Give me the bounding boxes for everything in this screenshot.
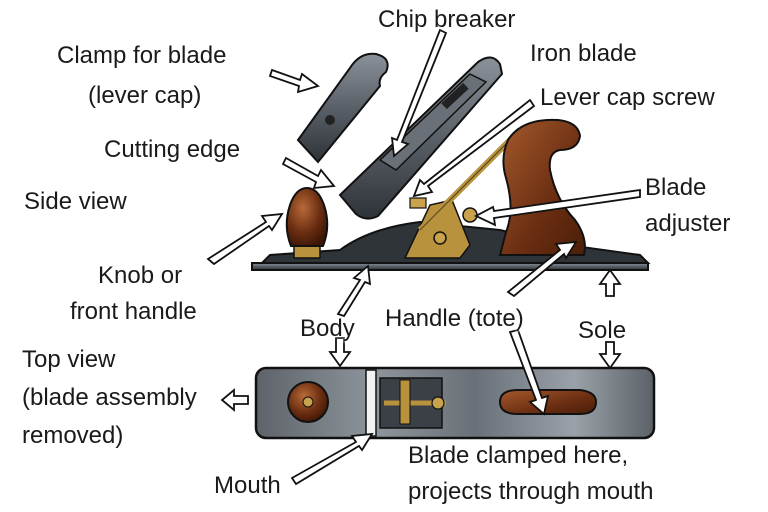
label-blade: Blade: [645, 174, 707, 201]
arrow-top-view: [220, 388, 249, 412]
label-front-handle: front handle: [70, 298, 197, 325]
arrow-blade-adjuster: [473, 188, 641, 227]
arrow-knob: [206, 212, 284, 266]
arrow-handle-tote-down: [508, 328, 550, 416]
label-mouth: Mouth: [214, 472, 281, 499]
lever-cap-part: [296, 52, 389, 164]
label-cutting-edge: Cutting edge: [104, 136, 241, 163]
blade-slot: [441, 82, 469, 110]
label-lever-cap-screw: Lever cap screw: [540, 84, 715, 111]
label-side-view: Side view: [24, 188, 127, 215]
label-chip-breaker: Chip breaker: [378, 6, 516, 33]
arrow-handle-tote-up: [506, 240, 578, 298]
pointer-arrows: [206, 28, 641, 486]
label-knob-or: Knob or: [98, 262, 183, 289]
arrow-body-up: [336, 264, 372, 318]
label-clamp-for-blade: Clamp for blade: [57, 42, 227, 69]
label-blade-assembly: (blade assembly: [22, 384, 197, 411]
top-view-frog: [379, 377, 446, 429]
arrow-chip-breaker: [390, 28, 448, 158]
arrow-body-down: [328, 337, 352, 368]
label-blade-clamped-here: Blade clamped here,: [408, 442, 629, 469]
arrow-cutting-edge: [281, 156, 336, 190]
label-sole: Sole: [578, 317, 627, 344]
label-top-view: Top view: [22, 346, 116, 373]
label-removed: removed): [22, 422, 124, 449]
top-view-tote: [498, 389, 598, 415]
arrow-sole-down: [598, 341, 622, 370]
label-lever-cap: (lever cap): [88, 82, 202, 109]
front-knob: [285, 186, 329, 259]
lever-cap-screw-hole: [325, 115, 335, 125]
arrow-clamp: [268, 68, 320, 94]
brass-frog-adjuster: [403, 127, 523, 259]
top-view-plane: [254, 366, 656, 440]
label-adjuster: adjuster: [645, 210, 731, 237]
label-body: Body: [300, 315, 355, 342]
arrow-lever-cap-screw: [412, 98, 536, 198]
label-projects-through-mouth: projects through mouth: [408, 478, 654, 505]
side-view-plane: [251, 118, 651, 271]
sole-plate: [251, 262, 649, 271]
rear-handle-tote: [498, 118, 586, 256]
label-iron-blade: Iron blade: [530, 40, 637, 67]
arrow-sole-up: [598, 268, 622, 297]
arrow-mouth: [290, 432, 374, 486]
label-handle-tote: Handle (tote): [385, 305, 524, 332]
chip-breaker-part: [378, 73, 488, 171]
top-view-mouth: [365, 369, 377, 437]
top-view-body: [254, 366, 656, 440]
